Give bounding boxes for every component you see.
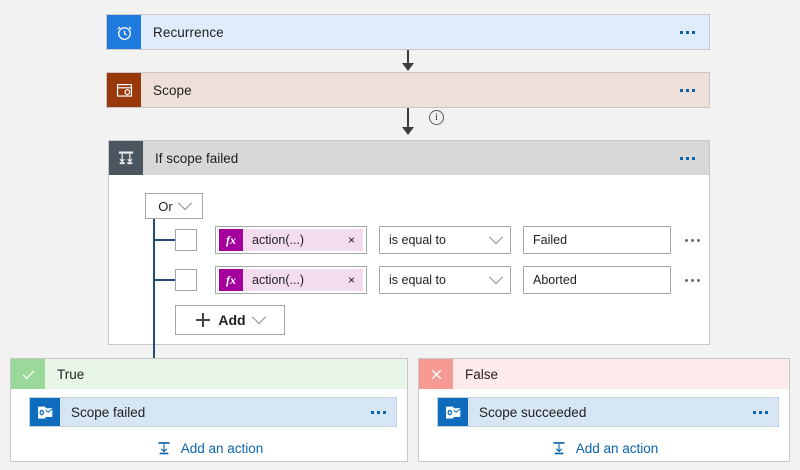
flow-card-recurrence[interactable]: Recurrence [106, 14, 710, 50]
add-condition-button[interactable]: Add [175, 305, 285, 335]
condition-operand-field[interactable]: fx action(...) × [215, 226, 367, 254]
chevron-down-icon [251, 310, 266, 325]
condition-value-text: Failed [533, 233, 568, 247]
flow-card-scope[interactable]: Scope [106, 72, 710, 108]
condition-connector-stub-2 [153, 279, 175, 281]
branch-header-true: True [11, 359, 407, 389]
condition-operator-select[interactable]: is equal to [379, 266, 511, 294]
recurrence-overflow-button[interactable] [672, 15, 709, 49]
condition-operand-field[interactable]: fx action(...) × [215, 266, 367, 294]
condition-row-checkbox[interactable] [175, 229, 197, 251]
flow-card-scope-failed[interactable]: Scope failed [29, 397, 397, 427]
connector-line-1 [407, 50, 409, 64]
token-label: action(...) [252, 233, 305, 247]
plus-icon [196, 313, 211, 327]
condition-branch-icon [109, 141, 143, 175]
outlook-icon [438, 398, 468, 426]
add-an-action-label: Add an action [575, 440, 659, 456]
condition-overflow-button[interactable] [672, 141, 709, 175]
condition-title: If scope failed [155, 150, 239, 166]
condition-body: Or fx action(...) × is equal to [109, 175, 709, 363]
connector-arrow-1 [402, 63, 414, 71]
add-an-action-true[interactable]: Add an action [11, 437, 407, 459]
condition-row-overflow-button[interactable] [685, 278, 700, 282]
action-overflow-button[interactable] [747, 398, 778, 426]
logic-operator-label: Or [158, 198, 173, 214]
insert-action-icon [550, 439, 568, 457]
condition-row: fx action(...) × is equal to Failed [175, 226, 700, 254]
chevron-down-icon [488, 270, 504, 285]
branch-panel-false: False Scope succeeded [418, 358, 790, 462]
scope-overflow-button[interactable] [672, 73, 709, 107]
connector-line-2 [407, 108, 409, 128]
flow-card-title: Recurrence [153, 24, 224, 40]
chevron-down-icon [488, 230, 504, 245]
condition-value-text: Aborted [533, 273, 577, 287]
action-overflow-button[interactable] [365, 398, 396, 426]
token-label: action(...) [252, 273, 305, 287]
flow-card-scope-succeeded[interactable]: Scope succeeded [437, 397, 779, 427]
expression-token[interactable]: fx action(...) × [219, 269, 363, 291]
token-remove-icon[interactable]: × [347, 233, 355, 247]
scope-window-gear-icon [107, 73, 141, 107]
logic-operator-dropdown[interactable]: Or [145, 193, 203, 219]
condition-row-overflow-button[interactable] [685, 238, 700, 242]
condition-connector-stub-1 [153, 239, 175, 241]
token-remove-icon[interactable]: × [347, 273, 355, 287]
action-title: Scope failed [71, 404, 146, 420]
branch-panel-true: True Scope failed [10, 358, 408, 462]
alarm-clock-icon [107, 15, 141, 49]
flow-card-condition: If scope failed Or fx action(...) × [108, 140, 710, 363]
fx-icon: fx [219, 269, 243, 291]
condition-operator-value: is equal to [389, 233, 446, 247]
condition-value-input[interactable]: Aborted [523, 266, 671, 294]
branch-title-false: False [465, 366, 499, 382]
action-title: Scope succeeded [479, 404, 587, 420]
fx-icon: fx [219, 229, 243, 251]
chevron-down-icon [177, 196, 192, 211]
flow-card-title: Scope [153, 82, 192, 98]
add-condition-label: Add [218, 312, 246, 328]
condition-row: fx action(...) × is equal to Aborted [175, 266, 700, 294]
close-x-icon [419, 359, 453, 389]
connector-arrow-2 [402, 127, 414, 135]
condition-operator-select[interactable]: is equal to [379, 226, 511, 254]
add-an-action-label: Add an action [180, 440, 264, 456]
info-icon[interactable]: i [429, 110, 444, 125]
condition-operator-value: is equal to [389, 273, 446, 287]
outlook-icon [30, 398, 60, 426]
condition-connector-spine [153, 219, 155, 363]
branch-header-false: False [419, 359, 789, 389]
expression-token[interactable]: fx action(...) × [219, 229, 363, 251]
condition-value-input[interactable]: Failed [523, 226, 671, 254]
checkmark-icon [11, 359, 45, 389]
condition-row-checkbox[interactable] [175, 269, 197, 291]
insert-action-icon [155, 439, 173, 457]
branch-title-true: True [57, 366, 85, 382]
condition-header[interactable]: If scope failed [109, 141, 709, 175]
add-an-action-false[interactable]: Add an action [419, 437, 789, 459]
